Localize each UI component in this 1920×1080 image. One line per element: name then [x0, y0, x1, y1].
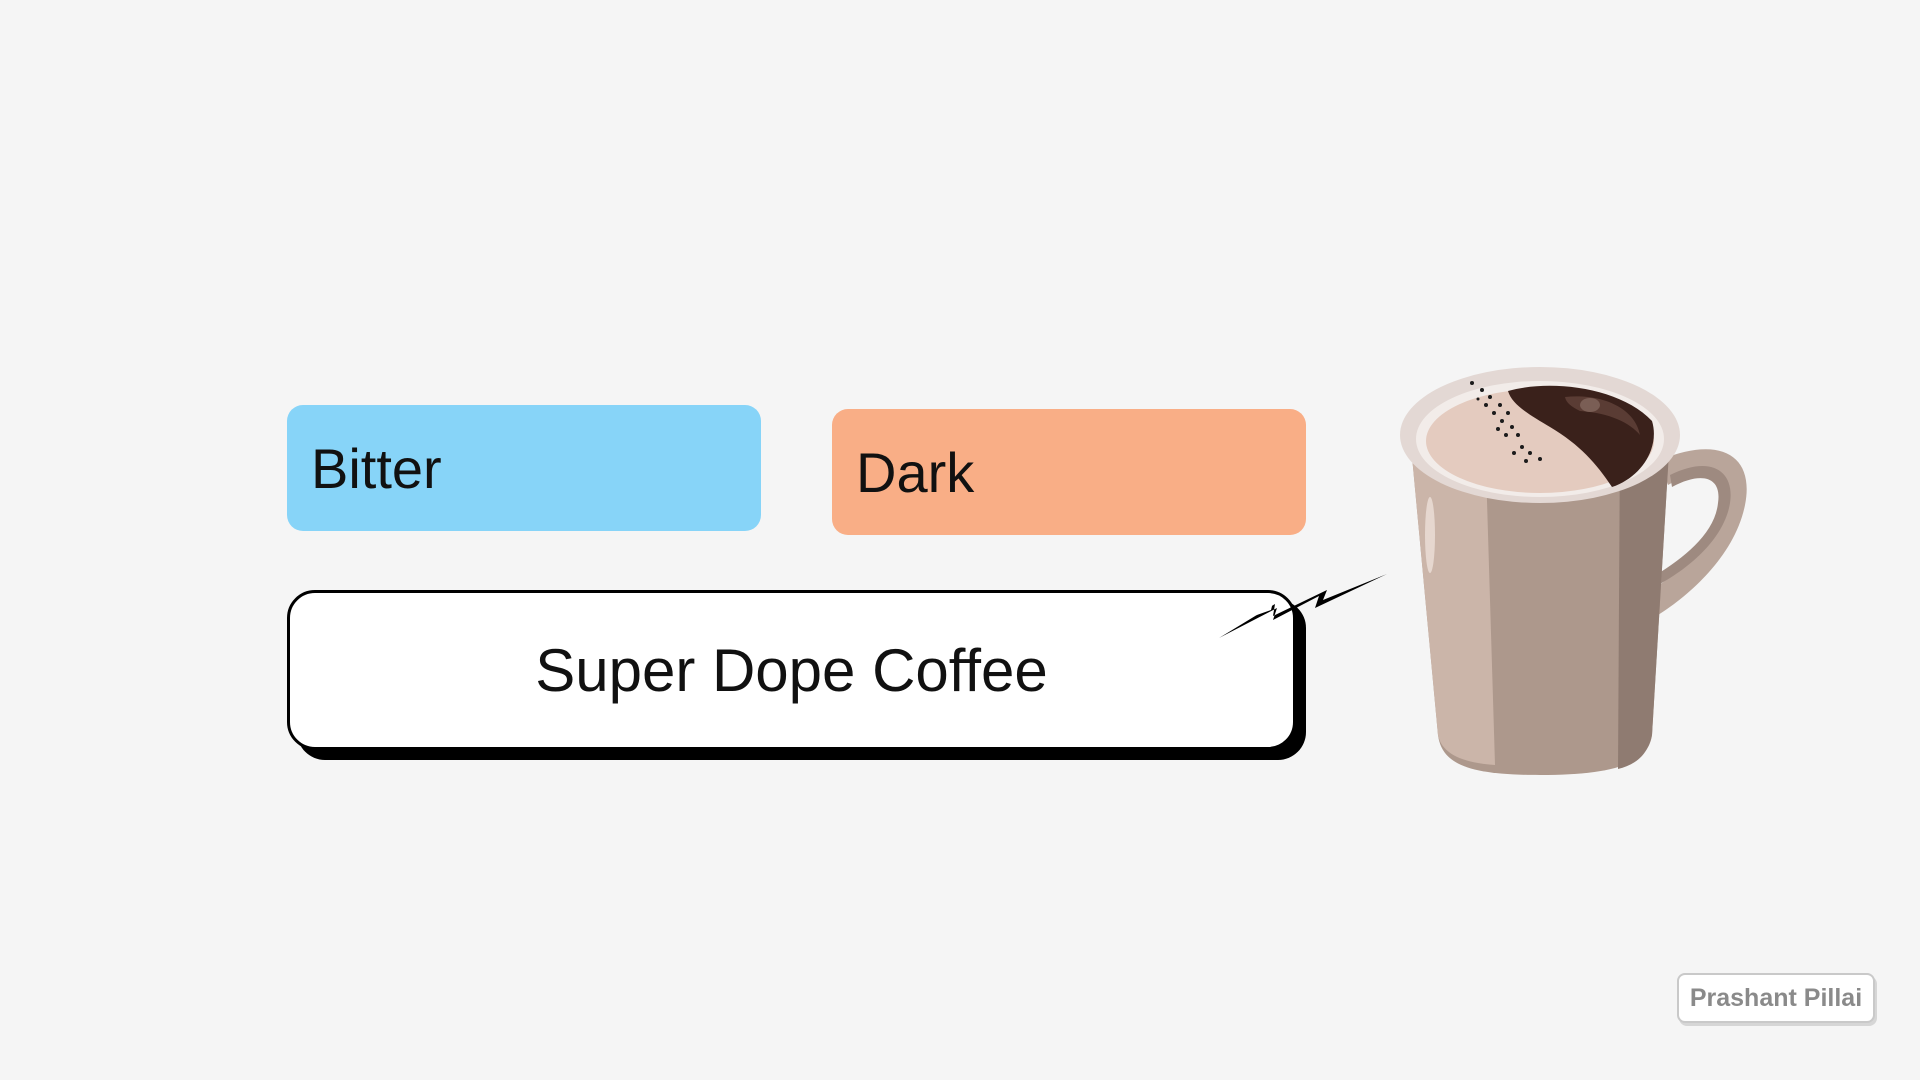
- author-watermark: Prashant Pillai: [1677, 973, 1875, 1023]
- tag-dark[interactable]: Dark: [832, 409, 1306, 535]
- lightning-bolt-icon: [1219, 574, 1387, 638]
- coffee-mug-icon: [1400, 367, 1747, 775]
- tag-dark-label: Dark: [856, 440, 975, 504]
- tag-bitter-label: Bitter: [311, 436, 442, 500]
- tag-bitter[interactable]: Bitter: [287, 405, 761, 531]
- author-name: Prashant Pillai: [1689, 983, 1863, 1012]
- title-card[interactable]: Super Dope Coffee: [287, 590, 1296, 750]
- title-text: Super Dope Coffee: [535, 636, 1048, 704]
